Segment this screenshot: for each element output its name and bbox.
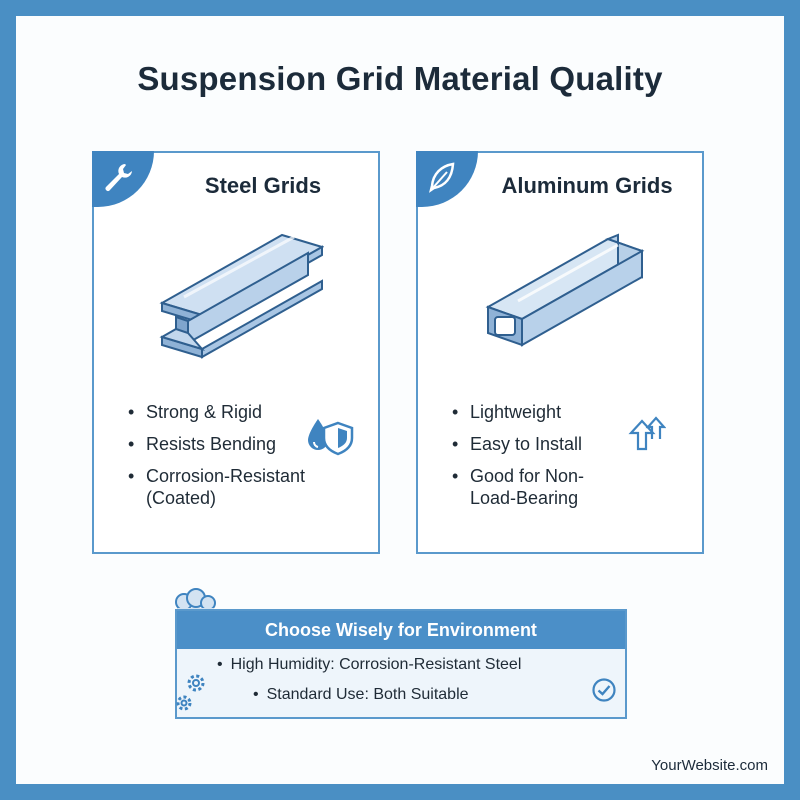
feather-icon	[429, 162, 455, 193]
list-item: Lightweight	[448, 401, 584, 423]
infographic-page: Suspension Grid Material Quality Steel G…	[16, 16, 784, 784]
list-item: High Humidity: Corrosion-Resistant Steel	[217, 656, 522, 674]
wrench-icon	[105, 164, 132, 191]
list-item: Good for Non- Load-Bearing	[448, 465, 584, 509]
list-item: Resists Bending	[124, 433, 305, 455]
footer-website: YourWebsite.com	[651, 757, 768, 774]
steel-card-title: Steel Grids	[204, 173, 322, 198]
list-item: Standard Use: Both Suitable	[253, 686, 469, 704]
gears-icon	[176, 674, 205, 711]
list-item: Strong & Rigid	[124, 401, 305, 423]
aluminum-grids-card: Aluminum Grids Lightweight Easy to Insta…	[416, 151, 704, 554]
water-drop-shield-icon	[308, 419, 354, 456]
steel-i-beam-illustration	[159, 233, 324, 359]
aluminum-card-title: Aluminum Grids	[501, 173, 673, 198]
aluminum-channel-illustration	[485, 233, 645, 347]
up-arrows-icon	[628, 416, 666, 451]
aluminum-feature-list: Lightweight Easy to Install Good for Non…	[448, 401, 584, 519]
page-title: Suspension Grid Material Quality	[137, 60, 663, 97]
environment-box: Choose Wisely for Environment High Humid…	[175, 609, 627, 719]
steel-feature-list: Strong & Rigid Resists Bending Corrosion…	[124, 401, 305, 519]
aluminum-badge	[416, 151, 478, 207]
list-item: Corrosion-Resistant (Coated)	[124, 465, 305, 509]
list-item: Easy to Install	[448, 433, 584, 455]
steel-grids-card: Steel Grids Strong & Rigid Resists Bendi…	[92, 151, 380, 554]
check-circle-icon	[592, 678, 616, 702]
steel-badge	[92, 151, 154, 207]
environment-header: Choose Wisely for Environment	[177, 611, 625, 649]
